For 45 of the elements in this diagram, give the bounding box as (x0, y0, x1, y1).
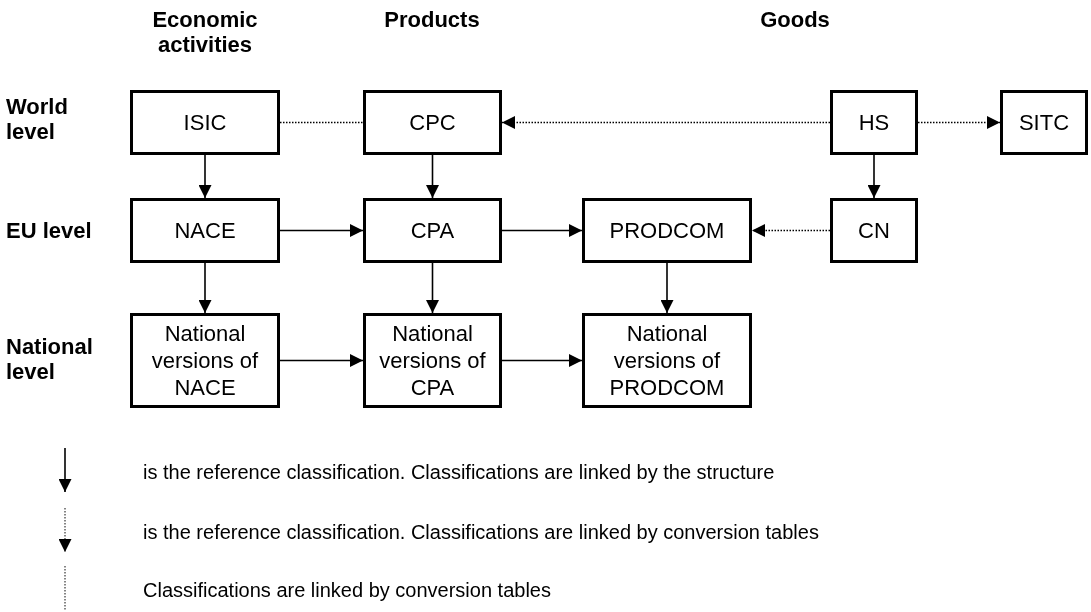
classification-name: CN (858, 217, 890, 244)
arrow (426, 262, 439, 314)
arrow (198, 262, 212, 314)
column-heading: Economic activities (151, 7, 259, 57)
classification-name: SITC (1018, 109, 1070, 136)
classification-name: National versions of CPA (378, 320, 487, 401)
classification-box (830, 198, 918, 263)
legend-text: is the reference classification. Classifications are linked by the structure (143, 460, 775, 484)
arrow (279, 354, 364, 367)
row-heading: National level (6, 334, 94, 384)
classification-box (130, 313, 280, 408)
classification-box (1000, 90, 1088, 155)
classification-name: PRODCOM (609, 217, 725, 244)
classification-box (363, 198, 502, 263)
arrow (660, 262, 674, 314)
arrow (198, 154, 212, 199)
row-heading: World level (6, 94, 69, 144)
classification-box (363, 90, 502, 155)
arrow (279, 224, 364, 237)
classification-name: HS (858, 109, 890, 136)
classification-name: National versions of NACE (150, 320, 260, 401)
classification-box (830, 90, 918, 155)
arrow (426, 154, 439, 199)
legend-text: is the reference classification. Classifications are linked by conversion tables (143, 520, 819, 544)
row-heading: EU level (6, 218, 93, 243)
arrow (751, 224, 831, 237)
classification-box (582, 313, 752, 408)
legend-text: Classifications are linked by conversion tables (143, 578, 551, 602)
classification-box (130, 90, 280, 155)
classification-name: National versions of PRODCOM (608, 320, 726, 401)
column-heading: Products (383, 7, 481, 32)
arrow (501, 116, 831, 129)
classification-box (582, 198, 752, 263)
classification-name: CPA (410, 217, 455, 244)
arrow (501, 354, 583, 367)
column-heading: Goods (759, 7, 831, 32)
classification-name: CPC (409, 109, 456, 136)
arrow (867, 154, 881, 199)
classification-name: ISIC (183, 109, 227, 136)
arrow (917, 116, 1001, 129)
classification-name: NACE (174, 217, 236, 244)
classification-box (363, 313, 502, 408)
arrow (501, 224, 583, 237)
connector-line (279, 121, 364, 124)
classification-box (130, 198, 280, 263)
